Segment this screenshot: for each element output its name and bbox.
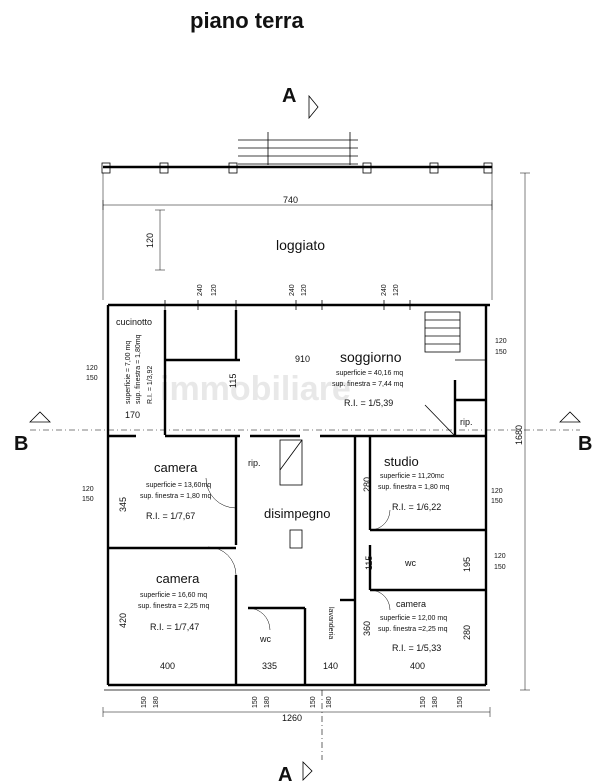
rip-stair (279, 439, 303, 549)
room-label-camera-1: camera (154, 460, 198, 475)
camera-2-window: sup. finestra = 2,25 mq (138, 603, 210, 610)
dim-win-r3-b: 150 (494, 564, 506, 571)
dim-bw-180c: 180 (326, 696, 333, 708)
room-label-rip-middle: rip. (248, 458, 261, 468)
dim-win-r2-a: 120 (491, 488, 503, 495)
page-title: piano terra (190, 8, 304, 33)
dim-camera-3-depth-right: 280 (462, 625, 472, 640)
cucinotto-surface: superficie = 7,00 mq (125, 341, 132, 404)
dim-win-r1-b: 150 (495, 349, 507, 356)
dim-win-l1-a: 120 (86, 365, 98, 372)
dim-bw-150e: 150 (457, 696, 464, 708)
stair-block (424, 311, 486, 437)
dim-cucinotto-width: 170 (125, 410, 140, 420)
camera-2-surface: superficie = 16,60 mq (140, 592, 207, 599)
dim-win-r1-a: 120 (495, 338, 507, 345)
dim-win-r3-a: 120 (494, 553, 506, 560)
dim-total-depth: 1680 (514, 425, 524, 445)
camera-1-window: sup. finestra = 1,80 mq (140, 493, 212, 500)
soggiorno-ri: R.I. = 1/5,39 (344, 398, 393, 408)
section-marker-a-top: A (282, 85, 319, 120)
dim-bw-150a: 150 (141, 696, 148, 708)
dim-top-240b: 240 (289, 284, 296, 296)
loggiato-outline (101, 162, 493, 300)
section-line-b: B B (14, 411, 592, 455)
dim-win-l1-b: 150 (86, 375, 98, 382)
dim-win-l2-a: 120 (82, 486, 94, 493)
dim-camera-2-depth: 420 (118, 613, 128, 628)
room-label-soggiorno: soggiorno (340, 349, 402, 365)
camera-3-window: sup. finestra =2,25 mq (378, 626, 448, 633)
section-label-b-right: B (578, 433, 592, 455)
dim-win-l2-b: 150 (82, 496, 94, 503)
dim-camera-3-depth: 360 (362, 621, 372, 636)
dim-studio-depth: 280 (362, 477, 372, 492)
camera-3-surface: superficie = 12,00 mq (380, 615, 447, 622)
camera-2-ri: R.I. = 1/7,47 (150, 622, 199, 632)
section-marker-a-bottom: A (278, 761, 313, 783)
dim-top-120b: 120 (301, 284, 308, 296)
dim-bw-150c: 150 (310, 696, 317, 708)
cucinotto-ri: R.I. = 1/3,92 (147, 366, 154, 404)
studio-ri: R.I. = 1/6,22 (392, 502, 441, 512)
room-label-wc-bottom: wc (259, 634, 271, 644)
total-depth-dimension (520, 172, 530, 691)
dim-bw-180d: 180 (432, 696, 439, 708)
room-label-disimpegno: disimpegno (264, 506, 331, 521)
dim-bottom-335: 335 (262, 661, 277, 671)
dim-wc-right-a: 115 (364, 556, 374, 570)
interior-walls (108, 310, 486, 685)
dim-bottom-400a: 400 (160, 661, 175, 671)
dim-bw-180a: 180 (153, 696, 160, 708)
svg-text:A: A (282, 85, 296, 107)
cucinotto-window: sup. finestra = 1,80mq (135, 334, 142, 404)
exterior-walls (104, 300, 490, 691)
dim-win-r2-b: 150 (491, 498, 503, 505)
dim-total-width: 1260 (282, 713, 302, 723)
room-label-studio: studio (384, 454, 419, 469)
room-label-cucinotto: cucinotto (116, 317, 152, 327)
studio-surface: superficie = 11,20mc (380, 473, 445, 480)
dim-bw-150b: 150 (252, 696, 259, 708)
dim-soggiorno-width: 910 (295, 354, 310, 364)
dim-bottom-140: 140 (323, 661, 338, 671)
total-width-dimension (102, 707, 491, 717)
dim-top-240c: 240 (381, 284, 388, 296)
camera-1-ri: R.I. = 1/7,67 (146, 511, 195, 521)
dim-wc-right-b: 195 (462, 557, 472, 572)
camera-1-surface: superficie = 13,60mq (146, 482, 211, 489)
entrance-steps (238, 132, 358, 165)
svg-text:A: A (278, 764, 292, 783)
dim-camera-1-depth: 345 (118, 497, 128, 512)
dim-top-120c: 120 (393, 284, 400, 296)
dim-top-240a: 240 (197, 284, 204, 296)
dim-bw-150d: 150 (420, 696, 427, 708)
room-label-rip-right: rip. (460, 417, 473, 427)
section-label-b-left: B (14, 433, 28, 455)
room-label-lavanderia: lavanderia (327, 607, 334, 639)
dim-soggiorno-depth: 115 (228, 374, 238, 388)
dim-loggiato-width: 740 (283, 195, 298, 205)
dim-top-120a: 120 (211, 284, 218, 296)
room-label-wc-right: wc (404, 558, 416, 568)
studio-window: sup. finestra = 1,80 mq (378, 484, 450, 491)
camera-3-ri: R.I. = 1/5,33 (392, 643, 441, 653)
watermark: immobiliare (160, 370, 351, 408)
room-label-camera-3: camera (396, 599, 426, 609)
dim-loggiato-depth: 120 (145, 233, 155, 248)
soggiorno-surface: superficie = 40,16 mq (336, 370, 403, 377)
dim-bottom-400b: 400 (410, 661, 425, 671)
room-label-loggiato: loggiato (276, 237, 325, 253)
room-label-camera-2: camera (156, 571, 200, 586)
soggiorno-window: sup. finestra = 7,44 mq (332, 381, 404, 388)
door-swings (205, 477, 391, 631)
dim-bw-180b: 180 (264, 696, 271, 708)
